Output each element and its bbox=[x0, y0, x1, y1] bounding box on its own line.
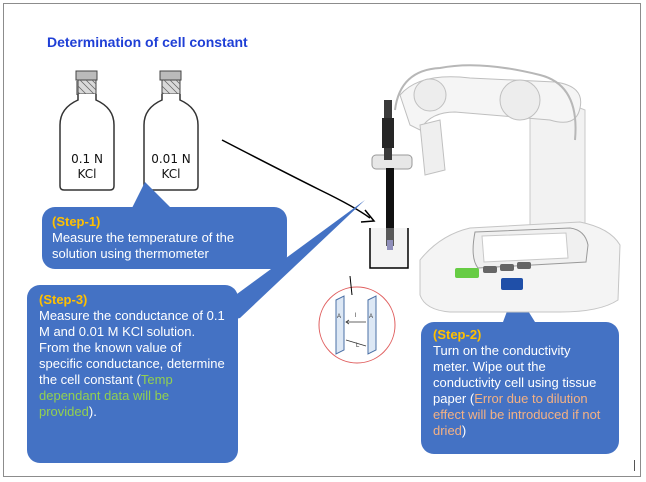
step1-text: Measure the temperature of the solution … bbox=[52, 230, 235, 261]
step3-callout: (Step-3) Measure the conductance of 0.1 … bbox=[27, 285, 238, 463]
bottle-label-line: 0.01 N bbox=[151, 152, 191, 166]
conductivity-cell-diagram bbox=[318, 275, 396, 364]
bottle-0.01N-icon bbox=[143, 70, 199, 191]
step2-end: ) bbox=[461, 423, 467, 438]
arrow-line bbox=[221, 139, 371, 219]
bottle-label-0.1N: 0.1 N KCl bbox=[65, 152, 109, 182]
cell-label-a-right: A bbox=[369, 314, 374, 320]
bottle-label-0.01N: 0.01 N KCl bbox=[149, 152, 193, 182]
conductivity-meter-icon bbox=[369, 64, 621, 313]
bottle-label-line: KCl bbox=[77, 167, 97, 181]
bottle-label-line: 0.1 N bbox=[71, 152, 103, 166]
bottle-0.1N-icon bbox=[59, 70, 115, 191]
step1-pointer bbox=[130, 182, 175, 212]
step3-end: ). bbox=[88, 404, 97, 419]
arrow-head-icon bbox=[360, 209, 376, 223]
cursor-mark bbox=[634, 460, 635, 471]
step1-heading: (Step-1) bbox=[52, 214, 101, 229]
bottle-label-line: KCl bbox=[161, 167, 181, 181]
step2-heading: (Step-2) bbox=[433, 327, 482, 342]
step3-text: Measure the conductance of 0.1 M and 0.0… bbox=[39, 308, 225, 387]
cell-label-l-bottom: L bbox=[356, 343, 360, 349]
cell-label-a-left: A bbox=[337, 314, 342, 320]
step3-heading: (Step-3) bbox=[39, 292, 88, 307]
cell-label-l: l bbox=[355, 313, 357, 319]
step1-callout: (Step-1) Measure the temperature of the … bbox=[42, 207, 287, 269]
page-title: Determination of cell constant bbox=[47, 34, 248, 50]
step2-text: Turn on the conductivity meter. Wipe out… bbox=[433, 343, 597, 406]
step3-note: Temp dependant data will be provided bbox=[39, 372, 173, 419]
step2-note: Error due to dilution effect will be int… bbox=[433, 391, 601, 438]
step2-callout: (Step-2) Turn on the conductivity meter.… bbox=[421, 322, 619, 454]
